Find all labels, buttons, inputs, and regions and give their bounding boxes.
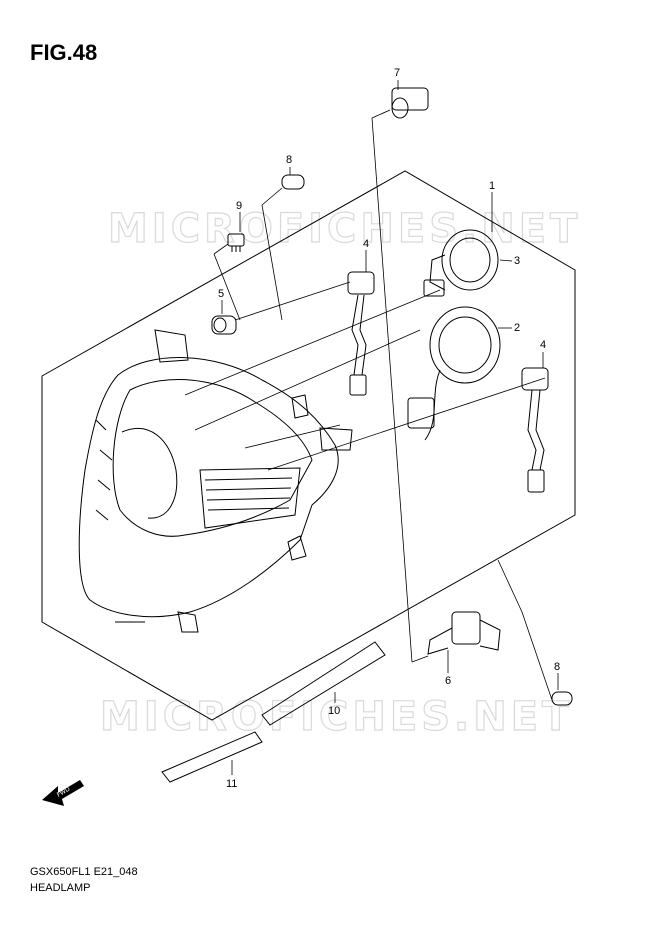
figure-title: FIG.48 [30,40,98,65]
trim-strip-part10 [261,641,386,726]
callout-6: 6 [445,675,451,687]
screw-part9 [227,233,245,252]
assembly-boundary [41,170,576,721]
callout-11: 11 [226,778,237,790]
callout-10: 10 [328,705,340,717]
bulb-part7 [391,87,429,119]
callout-4-right: 4 [540,339,546,351]
trim-strip-part11 [161,731,263,783]
callout-8-top: 8 [286,154,292,166]
socket-wire-part4-right [521,367,549,493]
bulb-socket-part1 [423,229,499,297]
leader-lines [184,80,559,775]
forward-arrow-icon: FWD [42,780,84,806]
grommet-part5 [211,315,237,335]
callout-5: 5 [218,288,224,300]
socket-wire-part4-left [347,271,375,396]
socket-part2 [407,306,501,441]
callout-4-left: 4 [363,238,369,250]
watermark-bottom: MICROFICHES.NET [100,694,573,740]
callout-7: 7 [394,67,400,79]
callout-3: 3 [514,255,520,267]
callout-1: 1 [489,180,495,192]
figure-name: HEADLAMP [30,882,91,894]
callout-2: 2 [514,322,520,334]
watermark-top: MICROFICHES.NET [108,206,581,252]
headlamp-housing [78,329,353,633]
small-bulb-part8-top [281,174,305,190]
callout-8-bottom: 8 [554,661,560,673]
small-bulb-part8-bottom [551,691,573,706]
figure-code: GSX650FL1 E21_048 [30,866,138,878]
headlamp-bulb-part6 [427,611,501,655]
callout-9: 9 [236,200,242,212]
